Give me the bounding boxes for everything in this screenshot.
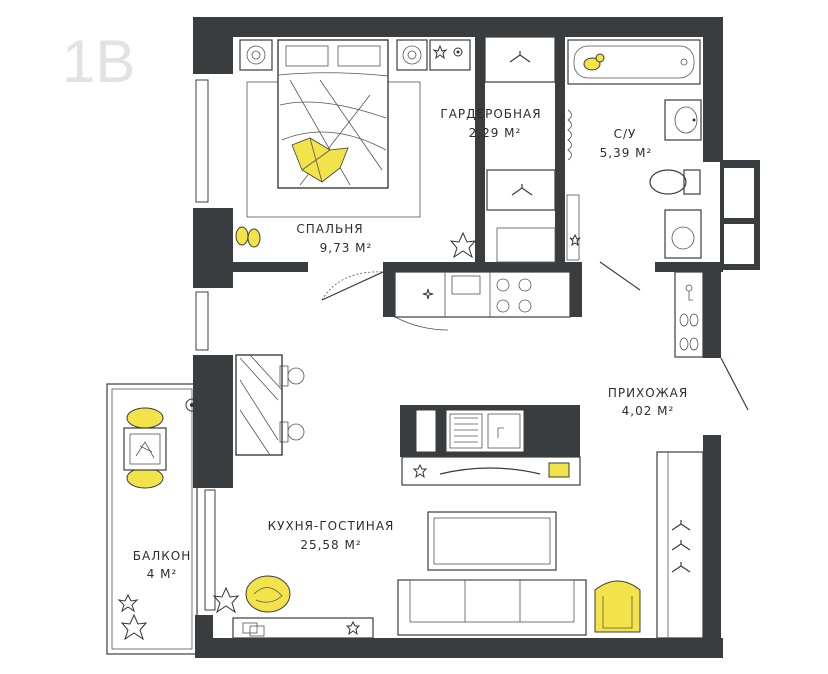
wall-corridor-left xyxy=(383,262,395,317)
plant-icon xyxy=(212,586,240,614)
plant-icon xyxy=(117,593,139,613)
hanger-icon xyxy=(511,184,533,196)
wall-top xyxy=(193,17,723,37)
wall-bath-left xyxy=(555,37,565,262)
room-area-wardrobe: 2,29 М² xyxy=(469,126,522,140)
sink-icon xyxy=(664,99,702,141)
room-area-balcony: 4 М² xyxy=(147,567,178,581)
plant-icon xyxy=(569,233,581,247)
wall-right-middle xyxy=(703,270,721,358)
toilet-icon xyxy=(649,169,701,195)
plant-icon xyxy=(432,44,448,60)
hallway: ПРИХОЖАЯ 4,02 М² xyxy=(608,271,749,639)
wall-right-lower xyxy=(703,435,721,657)
wall-bottom xyxy=(195,638,723,658)
room-name-hallway: ПРИХОЖАЯ xyxy=(608,386,688,400)
kitchen-living: КУХНЯ-ГОСТИНАЯ 25,58 М² xyxy=(185,354,641,639)
wall-bath-bottom xyxy=(655,262,723,272)
slippers-icon xyxy=(235,226,261,248)
room-name-balcony: БАЛКОН xyxy=(133,549,191,563)
wall-left-top xyxy=(193,17,233,74)
sink-icon xyxy=(449,413,483,449)
plant-icon xyxy=(412,463,428,479)
nightstand-icon xyxy=(239,39,273,71)
wall-left-mid xyxy=(193,208,233,288)
plant-icon xyxy=(185,398,199,412)
wardrobe: ГАРДЕРОБНАЯ 2,29 М² xyxy=(440,36,556,263)
key-icon xyxy=(685,284,693,301)
hanger-icon xyxy=(509,51,531,63)
left-windows xyxy=(195,79,216,611)
room-name-wardrobe: ГАРДЕРОБНАЯ xyxy=(440,107,541,121)
plant-icon xyxy=(453,47,463,57)
kitchen-counter xyxy=(394,271,571,331)
bathtub-icon xyxy=(567,39,701,85)
room-area-bedroom: 9,73 М² xyxy=(320,241,373,255)
washing-machine-icon xyxy=(664,209,702,259)
bed-icon xyxy=(277,39,389,189)
wall-corridor-right xyxy=(570,262,582,317)
balcony-chair-icon xyxy=(126,407,164,429)
plant-icon xyxy=(120,613,148,641)
nightstand-icon xyxy=(396,39,428,71)
wall-corridor xyxy=(383,262,581,272)
balcony xyxy=(106,383,198,655)
plant-icon xyxy=(345,620,361,636)
balcony-table-icon xyxy=(123,427,167,471)
room-name-bedroom: СПАЛЬНЯ xyxy=(296,222,363,236)
shoes-icon xyxy=(679,313,699,351)
balcony-chair-icon xyxy=(126,467,164,489)
dining-table-icon xyxy=(235,354,305,456)
coffee-table xyxy=(427,511,557,571)
sofa-icon xyxy=(397,579,587,636)
armchair-icon xyxy=(594,580,641,633)
bathroom: С/У 5,39 М² xyxy=(566,39,702,291)
room-area-kitchen: 25,58 М² xyxy=(300,538,361,552)
stove-icon xyxy=(496,278,532,313)
bedroom: СПАЛЬНЯ 9,73 М² xyxy=(235,39,477,301)
wall-wardrobe-left xyxy=(475,37,485,262)
room-name-kitchen: КУХНЯ-ГОСТИНАЯ xyxy=(268,519,395,533)
cat-bed-icon xyxy=(245,575,291,613)
room-area-bathroom: 5,39 М² xyxy=(600,146,653,160)
wall-right-upper xyxy=(703,17,723,162)
wall-left-kitchen xyxy=(193,355,233,488)
plant-icon xyxy=(449,231,477,259)
plant-icon xyxy=(422,288,434,300)
alcove-windows xyxy=(724,168,754,264)
hanger-icon xyxy=(671,520,691,531)
hanger-icon xyxy=(671,540,691,551)
room-name-bathroom: С/У xyxy=(614,127,637,141)
hanger-icon xyxy=(671,562,691,573)
wall-bedroom-bottom xyxy=(233,262,308,272)
room-area-hallway: 4,02 М² xyxy=(622,404,675,418)
plan-badge: 1В xyxy=(62,28,135,95)
microwave-icon xyxy=(451,275,481,295)
book-icon xyxy=(548,462,570,478)
